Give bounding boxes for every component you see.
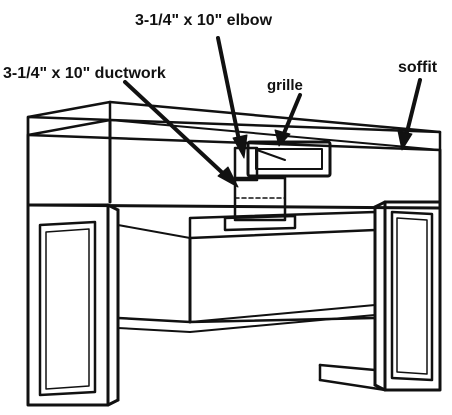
elbow-turn [256,149,286,161]
left-cabinet-door [38,220,97,397]
leader-arrows [123,36,422,188]
soffit-arrow [403,78,422,142]
ductwork-arrowhead [217,166,239,188]
right-cabinet-plinth [318,363,377,372]
right-cabinet-frame [383,200,442,392]
label-grille: grille [267,77,303,94]
ductwork [233,176,287,222]
duct-flange [223,214,297,232]
elbow-arrow [216,36,242,147]
elbow-arrowhead [232,134,248,159]
center-box [116,210,377,333]
rail-lower-left [117,327,191,333]
label-elbow: 3-1/4" x 10" elbow [135,12,273,29]
right-cabinet-door-inset [396,217,428,375]
left-cabinet-base [106,398,120,407]
soffit-back-edge [108,100,442,134]
grille-arrow [280,93,302,140]
label-soffit: soffit [398,59,438,76]
soffit-arrowhead [397,130,413,151]
ductwork-arrow [123,80,230,180]
right-cabinet-side-edge [373,200,387,209]
center-box-inner-edge [117,224,191,239]
soffit-inner-top-edge [109,119,441,151]
left-cabinet-side-edge [106,203,120,212]
grille [255,148,323,170]
label-ductwork: 3-1/4" x 10" ductwork [3,65,166,82]
left-cabinet [26,203,120,407]
left-cabinet-frame [26,203,110,407]
rail-top [116,316,192,324]
grille-housing [246,140,332,178]
right-cabinet-door [390,210,434,382]
right-cabinet-plinth-bottom [318,378,387,392]
left-cabinet-door-inset [45,228,90,390]
duct-assembly [223,140,332,232]
right-cabinet [318,200,442,392]
soffit-box [26,100,442,212]
rail-lower-front [189,314,376,333]
rail-front [189,304,376,323]
grille-arrowhead [274,129,291,147]
